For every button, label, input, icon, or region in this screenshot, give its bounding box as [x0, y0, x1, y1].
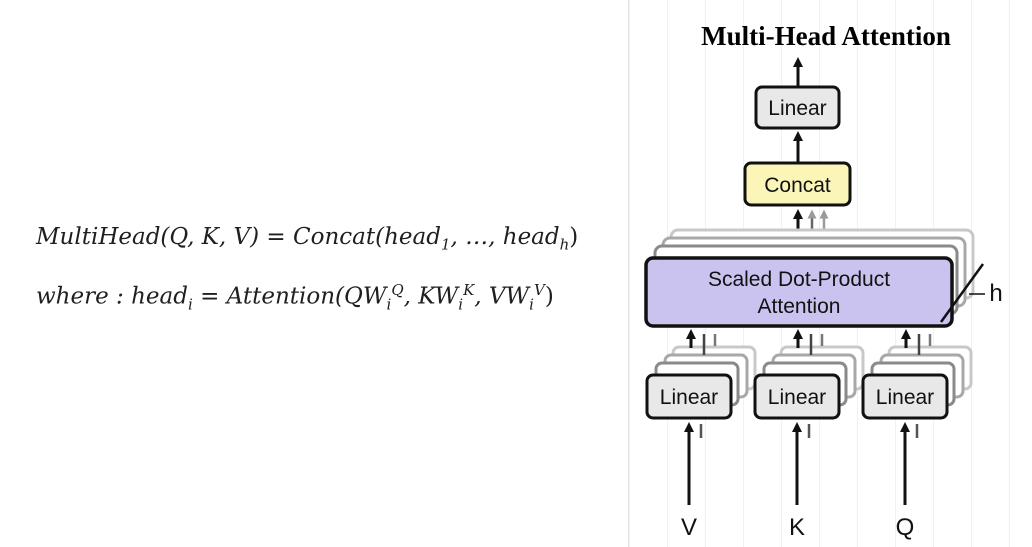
attention-label-line2: Attention [758, 295, 841, 318]
linear-label-k: Linear [768, 386, 826, 409]
linear-stack-v: Linear [645, 329, 757, 420]
formula-attention: = Attention(QW [192, 283, 387, 310]
formula-v-sup: V [533, 281, 545, 299]
attention-label-line1: Scaled Dot-Product [708, 268, 890, 291]
formula-eq: = [259, 224, 294, 250]
input-label-k: K [789, 514, 805, 541]
linear-stack-q: Linear [861, 329, 973, 420]
h-bracket: h [939, 263, 1003, 323]
multi-head-attention-diagram: Multi-Head Attention Linear Concat [644, 21, 1003, 541]
input-label-v: V [681, 514, 697, 541]
formula-v-sub: i [529, 295, 534, 314]
formula-v-pre: , VW [474, 283, 530, 310]
formula-k-pre: , KW [403, 283, 459, 310]
linear-stack-k: Linear [753, 329, 865, 420]
concat-label: Concat [764, 174, 831, 197]
linear-label-v: Linear [660, 386, 718, 409]
formula-lhs: MultiHead(Q, K, V) [36, 224, 260, 250]
input-arrows [684, 422, 919, 505]
input-label-q: Q [896, 514, 915, 541]
formula-where-sub: i [187, 295, 193, 314]
formula-panel: MultiHead(Q, K, V) = Concat(head1, …, he… [36, 224, 578, 313]
linear-top-label: Linear [768, 97, 826, 120]
linear-top-box: Linear [754, 85, 841, 130]
formula-q-sup: Q [391, 281, 404, 299]
formula-where: where : head [36, 283, 188, 310]
diagram-title: Multi-Head Attention [701, 21, 951, 51]
scaled-dot-product-attention-box: Scaled Dot-Product Attention [644, 256, 954, 328]
formula-rhs-suffix: ) [569, 224, 579, 250]
formula-close: ) [544, 283, 554, 310]
formula-rhs-prefix: Concat(head [293, 224, 441, 250]
formula-rhs-mid: , …, head [450, 224, 560, 250]
h-label: h [989, 280, 1002, 307]
formula-sub-1: 1 [440, 235, 451, 254]
formula-q-sub: i [386, 295, 392, 314]
formula-k-sub: i [458, 295, 464, 314]
formula-k-sup: K [463, 281, 475, 299]
diagram-panel: Multi-Head Attention Linear Concat [628, 0, 1032, 547]
multihead-formula: MultiHead(Q, K, V) = Concat(head1, …, he… [36, 224, 578, 254]
linear-label-q: Linear [876, 386, 934, 409]
head-definition-formula: where : headi = Attention(QWiQ, KWiK, VW… [36, 281, 554, 313]
formula-sub-h: h [559, 235, 570, 254]
concat-box: Concat [743, 161, 852, 207]
